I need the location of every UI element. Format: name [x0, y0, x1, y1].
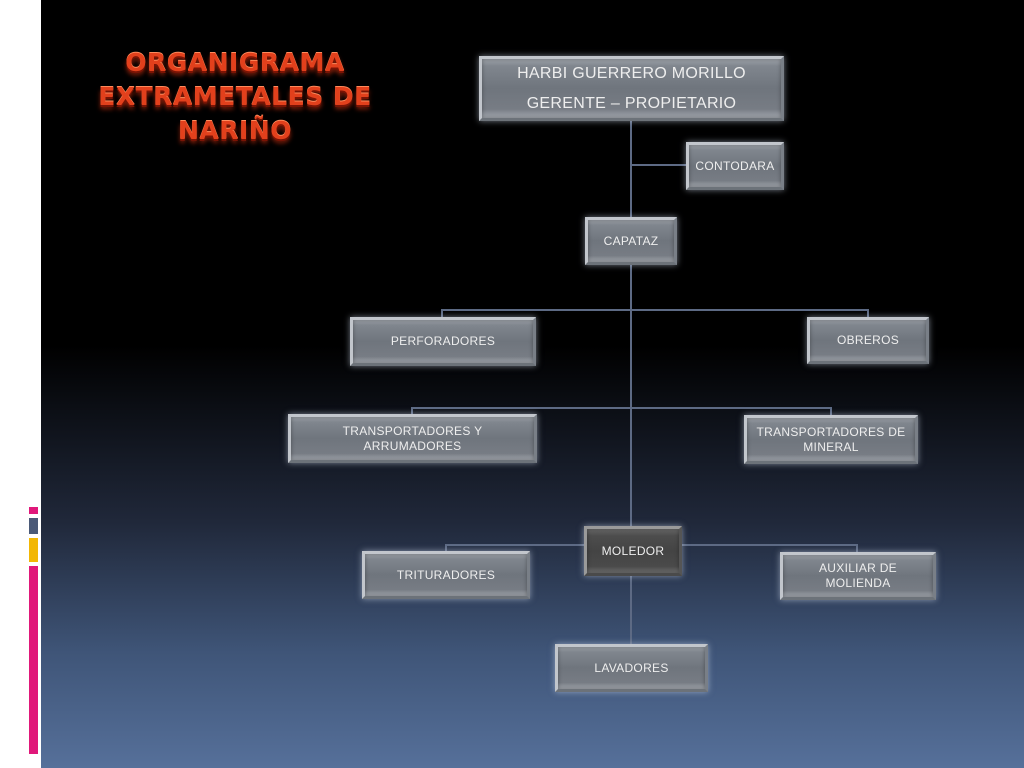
title-line-2: EXTRAMETALES DE	[98, 82, 372, 111]
org-node-perforadores: PERFORADORES	[350, 317, 536, 366]
org-node-moledor: MOLEDOR	[584, 526, 682, 576]
org-node-transportadores-arrumadores: TRANSPORTADORES Y ARRUMADORES	[288, 414, 537, 463]
accent-bar-yellow	[29, 538, 38, 562]
gerente-name: HARBI GUERRERO MORILLO	[517, 64, 746, 82]
accent-bar-pink-long	[29, 566, 38, 754]
org-node-auxiliar-molienda: AUXILIAR DE MOLIENDA	[780, 552, 936, 600]
org-node-gerente: HARBI GUERRERO MORILLO GERENTE – PROPIET…	[479, 56, 784, 121]
org-node-lavadores: LAVADORES	[555, 644, 708, 692]
accent-bar-pink-top	[29, 507, 38, 514]
org-node-trituradores: TRITURADORES	[362, 551, 530, 599]
connector-level-perforadores-obreros	[441, 309, 869, 318]
org-node-transportadores-mineral: TRANSPORTADORES DE MINERAL	[744, 415, 918, 464]
title-line-1: ORGANIGRAMA	[125, 48, 345, 77]
connector-level-transportadores	[411, 407, 832, 416]
accent-bar-slate	[29, 518, 38, 534]
slide-background	[41, 0, 1024, 768]
gerente-role: GERENTE – PROPIETARIO	[526, 94, 737, 112]
org-node-obreros: OBREROS	[807, 317, 929, 364]
page-title: ORGANIGRAMA EXTRAMETALES DE NARIÑO	[90, 46, 380, 148]
org-node-contadora: CONTODARA	[686, 142, 784, 190]
title-line-3: NARIÑO	[178, 116, 292, 145]
org-node-capataz: CAPATAZ	[585, 217, 677, 265]
